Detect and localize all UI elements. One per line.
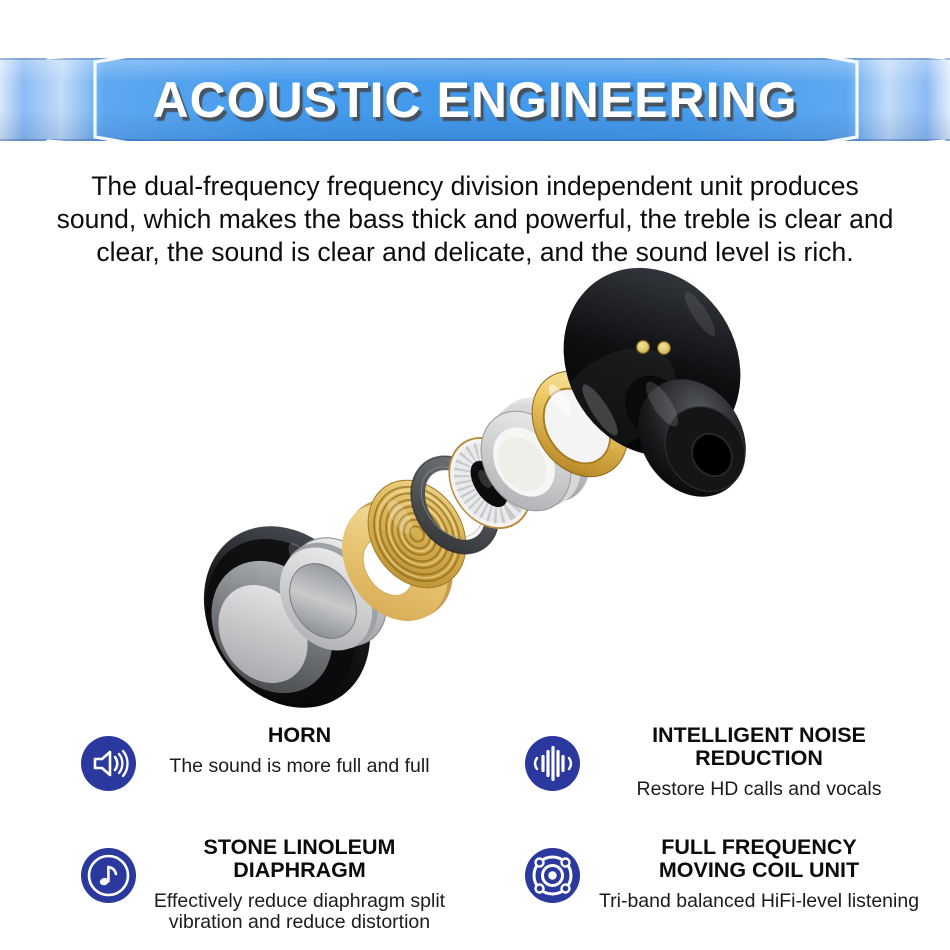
page-title: ACOUSTIC ENGINEERING: [152, 72, 798, 128]
banner-ribbon: ACOUSTIC ENGINEERING: [0, 52, 950, 147]
feature-title: STONE LINOLEUM DIAPHRAGM: [203, 835, 396, 882]
intro-line: sound, which makes the bass thick and po…: [56, 204, 894, 234]
feature-description: Restore HD calls and vocals: [636, 778, 882, 800]
feature-title: FULL FREQUENCY MOVING COIL UNIT: [658, 835, 860, 882]
feature-noise-reduction: INTELLIGENT NOISE REDUCTION Restore HD c…: [475, 722, 950, 800]
feature-description: The sound is more full and full: [169, 755, 430, 777]
exploded-earbud-diagram: [203, 267, 746, 708]
feature-diaphragm: STONE LINOLEUM DIAPHRAGM Effectively red…: [0, 834, 475, 933]
ear-tip: [625, 375, 746, 497]
intro-line: The dual-frequency frequency division in…: [91, 171, 859, 201]
driver-unit-icon: [525, 848, 580, 903]
banner-fold-decoration: [46, 52, 946, 147]
feature-description: Tri-band balanced HiFi-level listening: [598, 890, 920, 912]
intro-line: clear, the sound is clear and delicate, …: [96, 237, 854, 267]
music-note-icon: [81, 848, 136, 903]
intro-paragraph: The dual-frequency frequency division in…: [0, 170, 950, 269]
feature-description: Effectively reduce diaphragm split vibra…: [153, 890, 446, 933]
voice-coil: [367, 479, 467, 589]
charging-contact-dot: [656, 340, 672, 356]
feature-title: INTELLIGENT NOISE REDUCTION: [652, 723, 866, 770]
feature-horn: HORN The sound is more full and full: [0, 722, 475, 800]
feature-moving-coil: FULL FREQUENCY MOVING COIL UNIT Tri-band…: [475, 834, 950, 933]
sound-wave-icon: [525, 736, 580, 791]
charging-contact-dot: [635, 339, 651, 355]
speaker-icon: [81, 736, 136, 791]
